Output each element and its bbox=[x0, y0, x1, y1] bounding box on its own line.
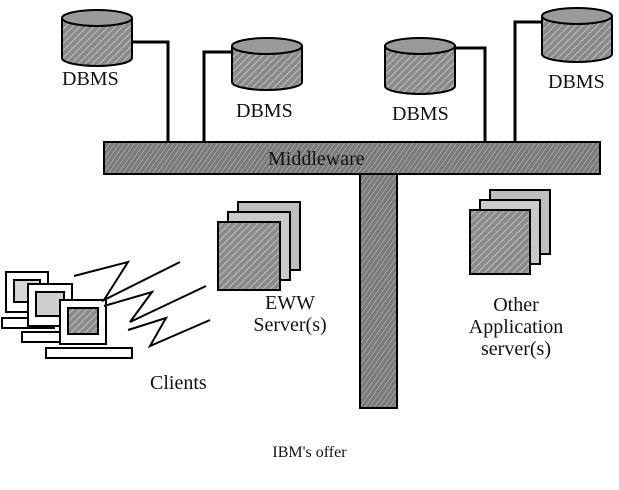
database-cylinder-3 bbox=[384, 37, 456, 95]
db-connectors bbox=[132, 20, 542, 142]
clients-label: Clients bbox=[150, 372, 207, 394]
other-app-label-line2: Application bbox=[468, 316, 564, 338]
eww-server-label: EWW Server(s) bbox=[240, 292, 340, 336]
middleware-bar bbox=[103, 141, 601, 175]
client-server-links bbox=[73, 260, 211, 349]
middleware-label: Middleware bbox=[268, 148, 365, 170]
other-app-server-stack bbox=[469, 189, 551, 275]
middleware-trunk bbox=[359, 173, 398, 409]
other-app-label-line1: Other bbox=[493, 294, 539, 316]
client-workstations bbox=[1, 271, 133, 359]
db-label-2: DBMS bbox=[236, 100, 293, 122]
database-cylinder-2 bbox=[231, 37, 303, 91]
other-app-label: Other Application server(s) bbox=[446, 294, 586, 360]
eww-server-label-line1: EWW bbox=[265, 292, 315, 314]
db-label-1: DBMS bbox=[62, 68, 119, 90]
eww-server-label-line2: Server(s) bbox=[253, 314, 327, 336]
other-app-label-line3: server(s) bbox=[481, 338, 551, 360]
db-label-4: DBMS bbox=[548, 71, 605, 93]
eww-server-stack bbox=[217, 201, 301, 291]
database-cylinder-4 bbox=[541, 7, 613, 63]
database-cylinder-1 bbox=[61, 9, 133, 67]
figure-caption: IBM's offer bbox=[272, 444, 347, 461]
db-label-3: DBMS bbox=[392, 103, 449, 125]
